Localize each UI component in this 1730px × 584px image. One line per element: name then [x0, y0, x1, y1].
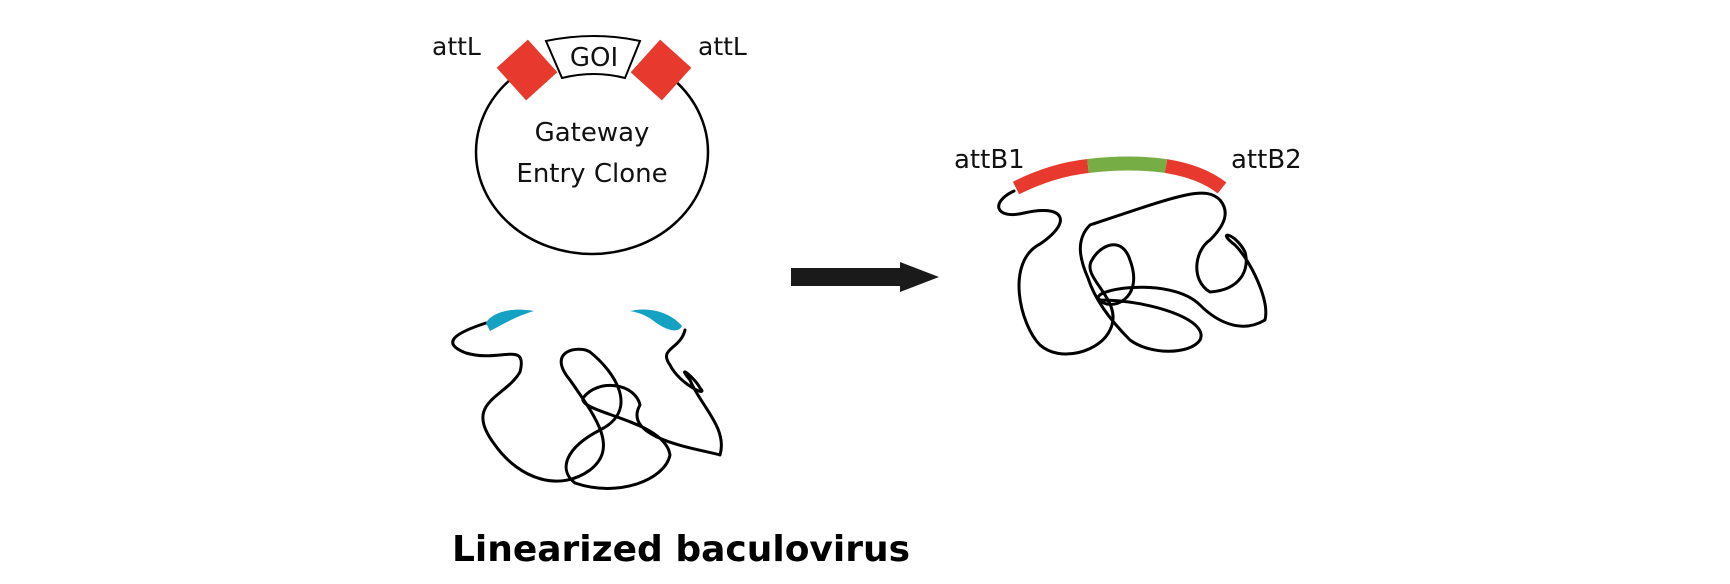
- entry-clone: GOI attL attL Gateway Entry Clone: [432, 30, 747, 256]
- product-attB1-segment: [1012, 159, 1089, 195]
- process-arrow-head: [900, 262, 939, 292]
- entry-clone-attL-left-block: [496, 39, 558, 101]
- goi-box: [544, 35, 642, 80]
- entry-clone-attL-right-label: attL: [698, 32, 747, 61]
- process-arrow-shaft: [791, 268, 901, 286]
- product-goi-segment: [1087, 156, 1167, 173]
- baculovirus-right-end: [630, 309, 682, 331]
- entry-clone-attL-right-block: [630, 39, 692, 101]
- product-attB2-label: attB2: [1231, 145, 1302, 175]
- product-attB2-segment: [1164, 159, 1227, 194]
- baculovirus-dna-strand: [451, 321, 723, 490]
- process-arrow: [791, 262, 939, 292]
- entry-clone-label-line1: Gateway: [535, 118, 650, 148]
- linearized-baculovirus: Linearized baculovirus: [451, 309, 910, 570]
- product-attB1-label: attB1: [954, 145, 1025, 175]
- recombinant-product: attB1 attB2: [954, 145, 1302, 356]
- baculovirus-caption: Linearized baculovirus: [452, 529, 910, 570]
- product-dna-strand: [997, 189, 1268, 356]
- baculovirus-left-end: [486, 309, 534, 331]
- entry-clone-label-line2: Entry Clone: [516, 159, 667, 189]
- entry-clone-attL-left-label: attL: [432, 32, 481, 61]
- goi-label: GOI: [570, 43, 618, 73]
